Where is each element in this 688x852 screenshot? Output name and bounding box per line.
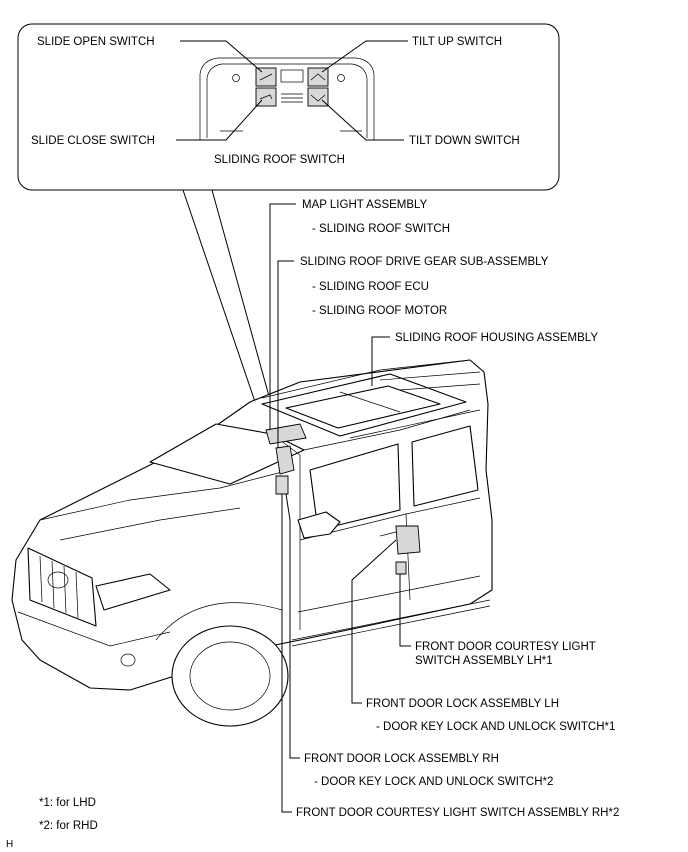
front-wheel bbox=[171, 625, 289, 727]
courtesy-light-switch-rh-part bbox=[275, 475, 289, 495]
courtesy-light-switch-lh-part bbox=[395, 561, 407, 575]
vehicle-illustration bbox=[11, 359, 493, 727]
leader-tilt-up bbox=[321, 40, 408, 73]
label-courtesy-light-lh-line1: FRONT DOOR COURTESY LIGHT bbox=[415, 641, 596, 653]
corner-mark: H bbox=[6, 839, 13, 850]
label-sliding-roof-switch-caption: SLIDING ROOF SWITCH bbox=[214, 154, 345, 166]
leader-housing bbox=[371, 336, 390, 386]
overhead-console-outline bbox=[199, 57, 375, 140]
switch-inset bbox=[17, 23, 560, 191]
front-door-lock-lh-part bbox=[395, 525, 421, 555]
front-side-window bbox=[309, 443, 401, 531]
label-courtesy-light-lh-line2: SWITCH ASSEMBLY LH*1 bbox=[415, 655, 553, 667]
console-screw-left bbox=[232, 74, 240, 82]
label-drive-gear-sub-ecu: - SLIDING ROOF ECU bbox=[312, 281, 429, 293]
drive-gear-sub-assembly-part bbox=[275, 445, 295, 475]
leader-drive-gear bbox=[277, 260, 294, 448]
label-slide-close-switch: SLIDE CLOSE SWITCH bbox=[31, 135, 155, 147]
leader-door-lock-lh bbox=[351, 539, 397, 704]
label-drive-gear-sub-motor: - SLIDING ROOF MOTOR bbox=[312, 305, 447, 317]
label-map-light-assembly: MAP LIGHT ASSEMBLY bbox=[302, 199, 428, 211]
leader-door-lock-rh bbox=[285, 493, 300, 759]
leader-tilt-down bbox=[321, 99, 404, 141]
label-tilt-up-switch: TILT UP SWITCH bbox=[412, 36, 502, 48]
sliding-roof-housing bbox=[261, 359, 481, 439]
front-emblem bbox=[47, 571, 69, 589]
leader-courtesy-rh bbox=[281, 494, 292, 813]
map-light-assembly-part bbox=[265, 423, 307, 445]
label-tilt-down-switch: TILT DOWN SWITCH bbox=[409, 135, 520, 147]
footnote-rhd: *2: for RHD bbox=[39, 820, 98, 832]
leader-slide-open bbox=[180, 40, 263, 73]
label-door-lock-rh: FRONT DOOR LOCK ASSEMBLY RH bbox=[304, 753, 499, 765]
overhead-console-inner bbox=[206, 63, 368, 138]
label-door-lock-lh-sub: - DOOR KEY LOCK AND UNLOCK SWITCH*1 bbox=[376, 721, 615, 733]
tilt-up-switch-button bbox=[307, 67, 329, 87]
inset-frame bbox=[17, 23, 560, 191]
console-screw-right bbox=[337, 74, 345, 82]
label-drive-gear-sub-assembly: SLIDING ROOF DRIVE GEAR SUB-ASSEMBLY bbox=[300, 256, 549, 268]
label-door-lock-rh-sub: - DOOR KEY LOCK AND UNLOCK SWITCH*2 bbox=[314, 776, 553, 788]
map-light-lens bbox=[280, 69, 304, 83]
windshield bbox=[149, 423, 305, 485]
leader-slide-close bbox=[176, 99, 263, 141]
headlight bbox=[95, 573, 171, 611]
leader-map-light bbox=[269, 203, 296, 430]
side-mirror bbox=[297, 511, 341, 539]
roof-glass-opening bbox=[285, 385, 441, 429]
label-courtesy-light-rh: FRONT DOOR COURTESY LIGHT SWITCH ASSEMBL… bbox=[296, 807, 619, 819]
label-door-lock-lh: FRONT DOOR LOCK ASSEMBLY LH bbox=[366, 698, 559, 710]
label-slide-open-switch: SLIDE OPEN SWITCH bbox=[37, 36, 155, 48]
fog-light bbox=[120, 653, 136, 667]
label-map-light-sub-switch: - SLIDING ROOF SWITCH bbox=[312, 223, 450, 235]
leader-courtesy-lh bbox=[399, 574, 411, 647]
rear-side-window bbox=[411, 425, 479, 507]
footnote-lhd: *1: for LHD bbox=[39, 797, 96, 809]
label-housing-assembly: SLIDING ROOF HOUSING ASSEMBLY bbox=[395, 332, 598, 344]
